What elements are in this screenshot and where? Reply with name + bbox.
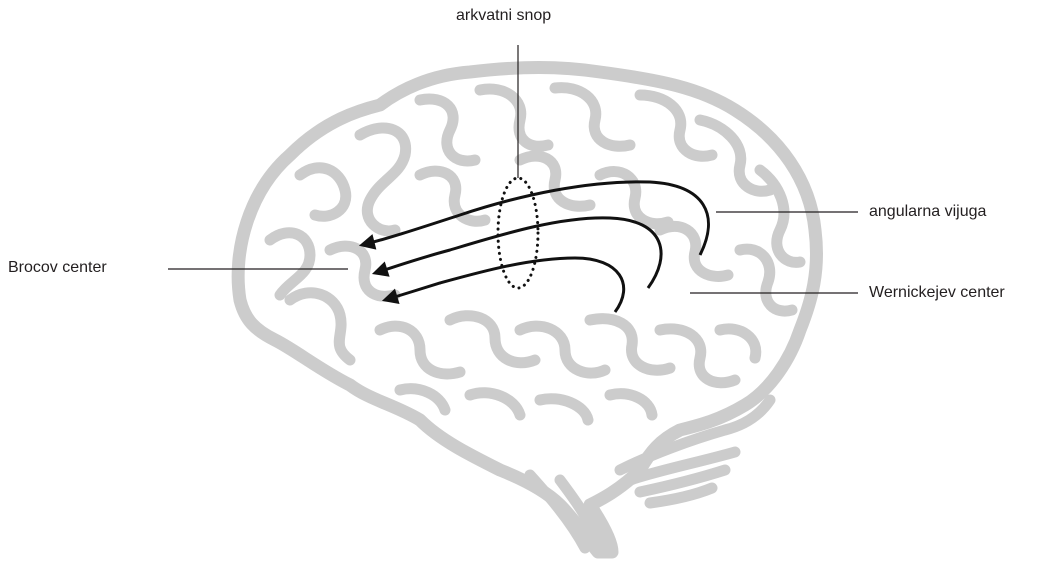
label-arcuate-fasciculus: arkvatni snop	[456, 7, 552, 24]
label-wernicke-area: Wernickejev center	[869, 284, 1005, 301]
cerebellum	[614, 394, 776, 509]
arrow-middle	[371, 216, 663, 289]
label-broca-area: Brocov center	[8, 259, 107, 276]
brain-outline	[231, 61, 823, 559]
arrow-lower	[381, 256, 626, 313]
arrow-upper	[358, 180, 710, 256]
label-angular-gyrus: angularna vijuga	[869, 203, 987, 220]
brainstem	[524, 469, 606, 554]
gyri	[264, 82, 806, 426]
arrows	[358, 180, 710, 313]
arcuate-ellipse	[496, 176, 540, 290]
brain-illustration	[231, 61, 823, 559]
